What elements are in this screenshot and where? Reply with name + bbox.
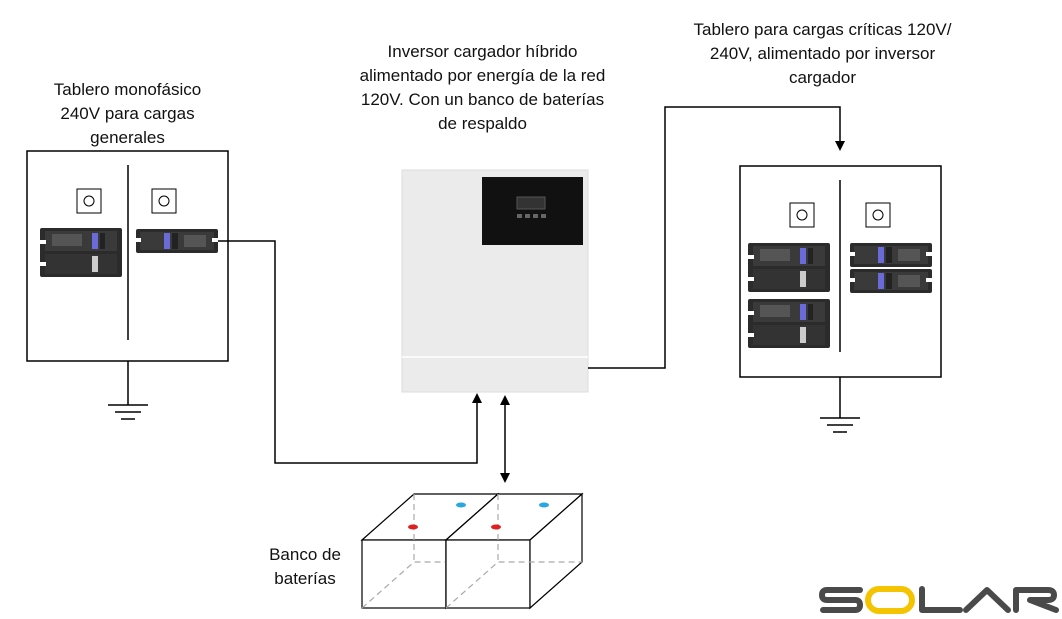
battery-bank-label: Banco de baterías: [269, 545, 341, 588]
single-pole-breaker-icon: [850, 243, 932, 267]
solar-logo: [819, 586, 1059, 614]
inverter-display-panel: [482, 177, 583, 245]
inverter-screen: [516, 196, 546, 210]
single-pole-breaker-icon: [850, 269, 932, 293]
wire-panel-to-inverter: [218, 240, 482, 464]
ground-icon: [108, 361, 148, 420]
general-panel-label: Tablero monofásico 240V para cargas gene…: [53, 80, 202, 147]
double-pole-breaker-icon: [748, 243, 830, 292]
inverter-label: Inversor cargador híbrido alimentado por…: [359, 42, 606, 133]
indicator-icon: [789, 202, 815, 228]
indicator-icon: [865, 202, 891, 228]
critical-loads-panel: [739, 165, 942, 378]
ground-icon: [820, 377, 860, 433]
indicator-icon: [151, 188, 177, 214]
general-panel: [26, 150, 229, 362]
inverter-charger: [401, 169, 589, 393]
battery-icon: [444, 492, 584, 610]
wire-inverter-to-critical-panel: [588, 106, 845, 369]
double-pole-breaker-icon: [40, 228, 122, 277]
critical-panel-label: Tablero para cargas críticas 120V/ 240V,…: [693, 20, 952, 87]
single-pole-breaker-icon: [136, 229, 218, 253]
double-pole-breaker-icon: [748, 299, 830, 348]
indicator-icon: [76, 188, 102, 214]
